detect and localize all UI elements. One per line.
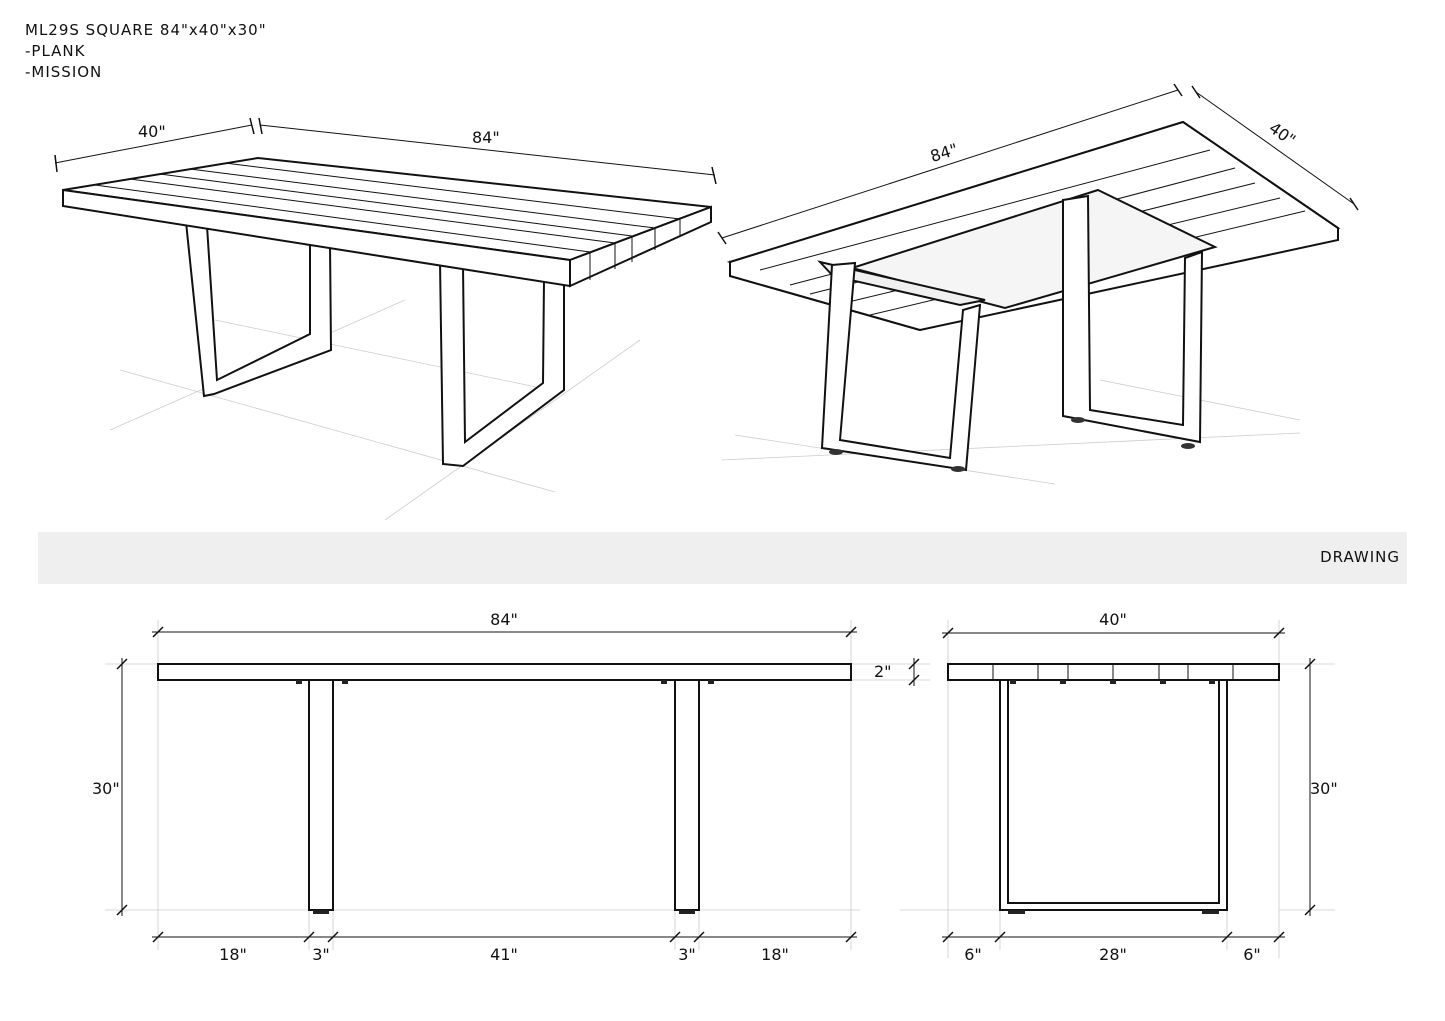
side-leg-frame (999, 679, 1228, 911)
iso-left-length-label: 84" (472, 128, 500, 147)
front-leg-left (308, 679, 334, 911)
front-segment-label: 18" (219, 945, 247, 964)
tabletop (62, 156, 712, 288)
front-segment-label: 18" (761, 945, 789, 964)
iso-right-view: 84" 40" (717, 83, 1359, 485)
front-height-label: 30" (92, 779, 120, 798)
front-view: 84" 30" 2" 18" 3" 41" 3" 18" (92, 610, 930, 964)
iso-left-width-label: 40" (138, 122, 166, 141)
front-top-thickness-label: 2" (874, 662, 892, 681)
section-band (38, 532, 1407, 584)
option-plank: -PLANK (25, 42, 86, 60)
front-leg-right (674, 679, 700, 911)
side-view: 40" 30" 6" 28" 6" (900, 610, 1338, 964)
floor-guides-right (721, 379, 1301, 485)
front-segment-label: 41" (490, 945, 518, 964)
section-band-label: DRAWING (1320, 548, 1400, 566)
front-segment-label: 3" (312, 945, 330, 964)
option-mission: -MISSION (25, 63, 103, 81)
front-tabletop (157, 663, 852, 681)
side-height-label: 30" (1310, 779, 1338, 798)
side-segment-label: 6" (964, 945, 982, 964)
side-width-label: 40" (1099, 610, 1127, 629)
side-segment-label: 28" (1099, 945, 1127, 964)
model-title: ML29S SQUARE 84"x40"x30" (25, 21, 267, 39)
iso-left-view: 40" 84" (54, 117, 717, 521)
front-segment-label: 3" (678, 945, 696, 964)
iso-left-dimensions: 40" 84" (54, 117, 717, 185)
side-segment-label: 6" (1243, 945, 1261, 964)
front-length-label: 84" (490, 610, 518, 629)
table-legs-right (817, 188, 1218, 472)
